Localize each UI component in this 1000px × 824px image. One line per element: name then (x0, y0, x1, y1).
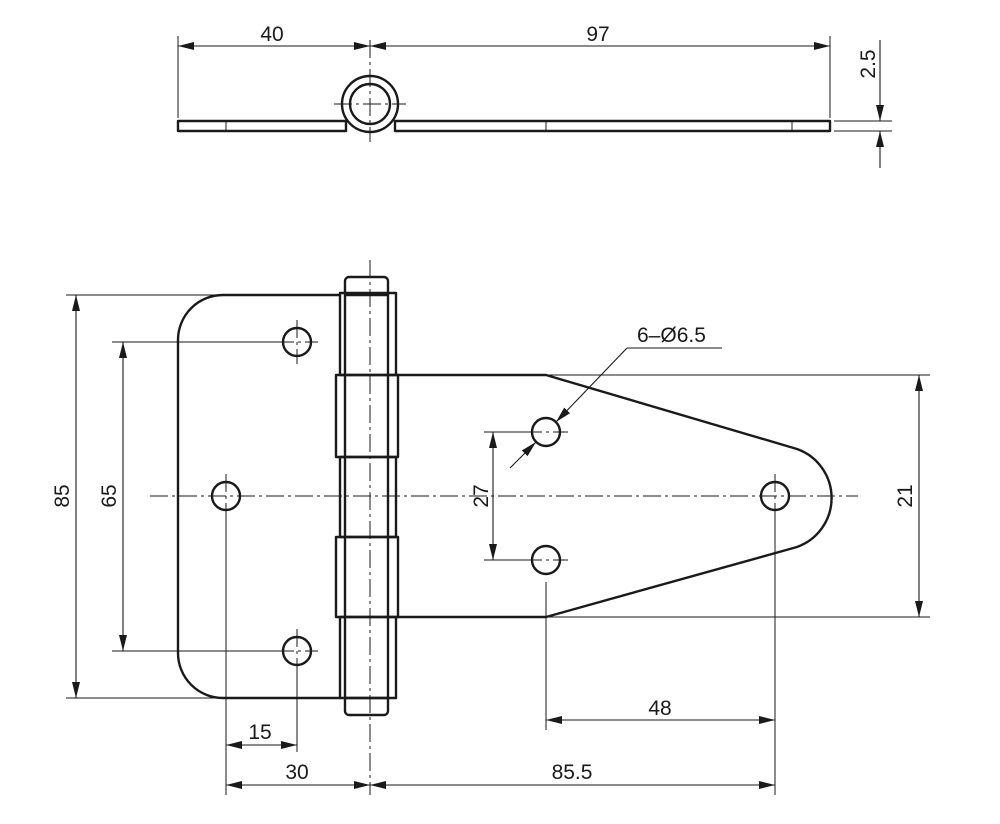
front-view-right-strap (396, 373, 833, 619)
top-view-left-leaf (176, 119, 348, 133)
dim-label-hole-callout: 6–Ø6.5 (637, 324, 706, 347)
callout-leader (555, 347, 628, 423)
top-view: 40 97 2.5 (176, 23, 892, 168)
dim-label-27: 27 (470, 484, 493, 507)
dim-label-97: 97 (586, 23, 609, 46)
dim-label-48: 48 (648, 697, 671, 720)
dim-label-30: 30 (285, 761, 308, 784)
top-view-right-leaf (393, 119, 832, 133)
front-view-left-leaf (176, 293, 340, 700)
dim-label-21: 21 (894, 484, 917, 507)
knuckle-segment-bottom (338, 615, 398, 700)
dim-label-15: 15 (248, 721, 271, 744)
dim-label-40: 40 (260, 23, 283, 46)
callout-leader (509, 441, 537, 469)
dim-label-2-5: 2.5 (857, 49, 880, 78)
dim-label-65: 65 (98, 484, 121, 507)
dim-label-85-5: 85.5 (552, 761, 593, 784)
dim-label-85: 85 (51, 484, 74, 507)
front-view: 85 65 27 21 6–Ø6.5 48 15 30 (51, 260, 930, 795)
